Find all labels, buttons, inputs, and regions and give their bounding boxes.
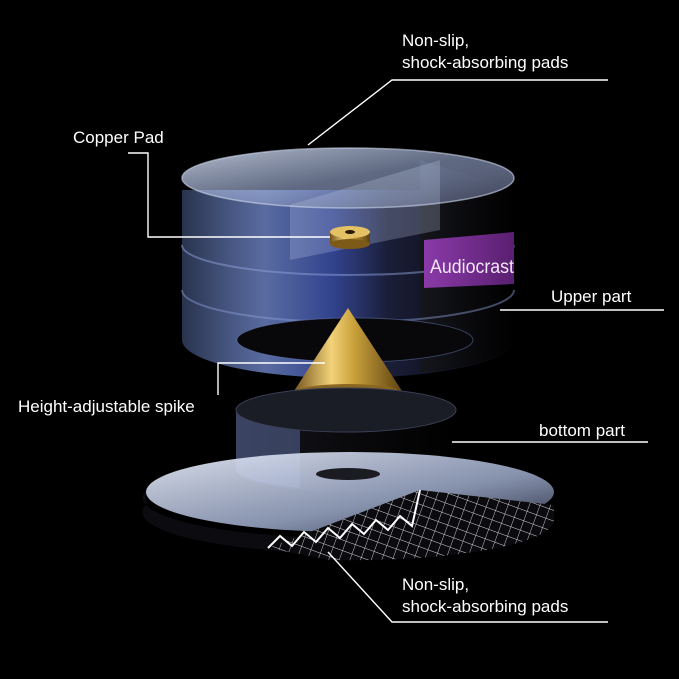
label-spike: Height-adjustable spike <box>18 397 195 416</box>
label-top-pads-line2: shock-absorbing pads <box>402 53 569 72</box>
label-bottom-part: bottom part <box>539 421 625 440</box>
leader-spike <box>217 362 325 395</box>
leader-lines <box>128 79 664 623</box>
leader-bottom-pads <box>327 551 608 623</box>
label-bottom-pads-line1: Non-slip, <box>402 575 470 594</box>
brand-text: Audiocrast <box>430 257 515 278</box>
brand-band: Audiocrast <box>424 232 515 288</box>
label-top-pads-line1: Non-slip, <box>402 31 470 50</box>
label-upper-part: Upper part <box>551 287 632 306</box>
label-bottom-pads-line2: shock-absorbing pads <box>402 597 569 616</box>
leader-top-pads <box>307 79 608 146</box>
base-disc <box>142 452 555 561</box>
leader-copper <box>128 152 330 238</box>
label-top-pads: Non-slip, shock-absorbing pads <box>402 30 568 74</box>
label-copper-pad: Copper Pad <box>73 128 164 147</box>
copper-pad <box>330 226 370 249</box>
label-bottom-pads: Non-slip, shock-absorbing pads <box>402 574 568 618</box>
